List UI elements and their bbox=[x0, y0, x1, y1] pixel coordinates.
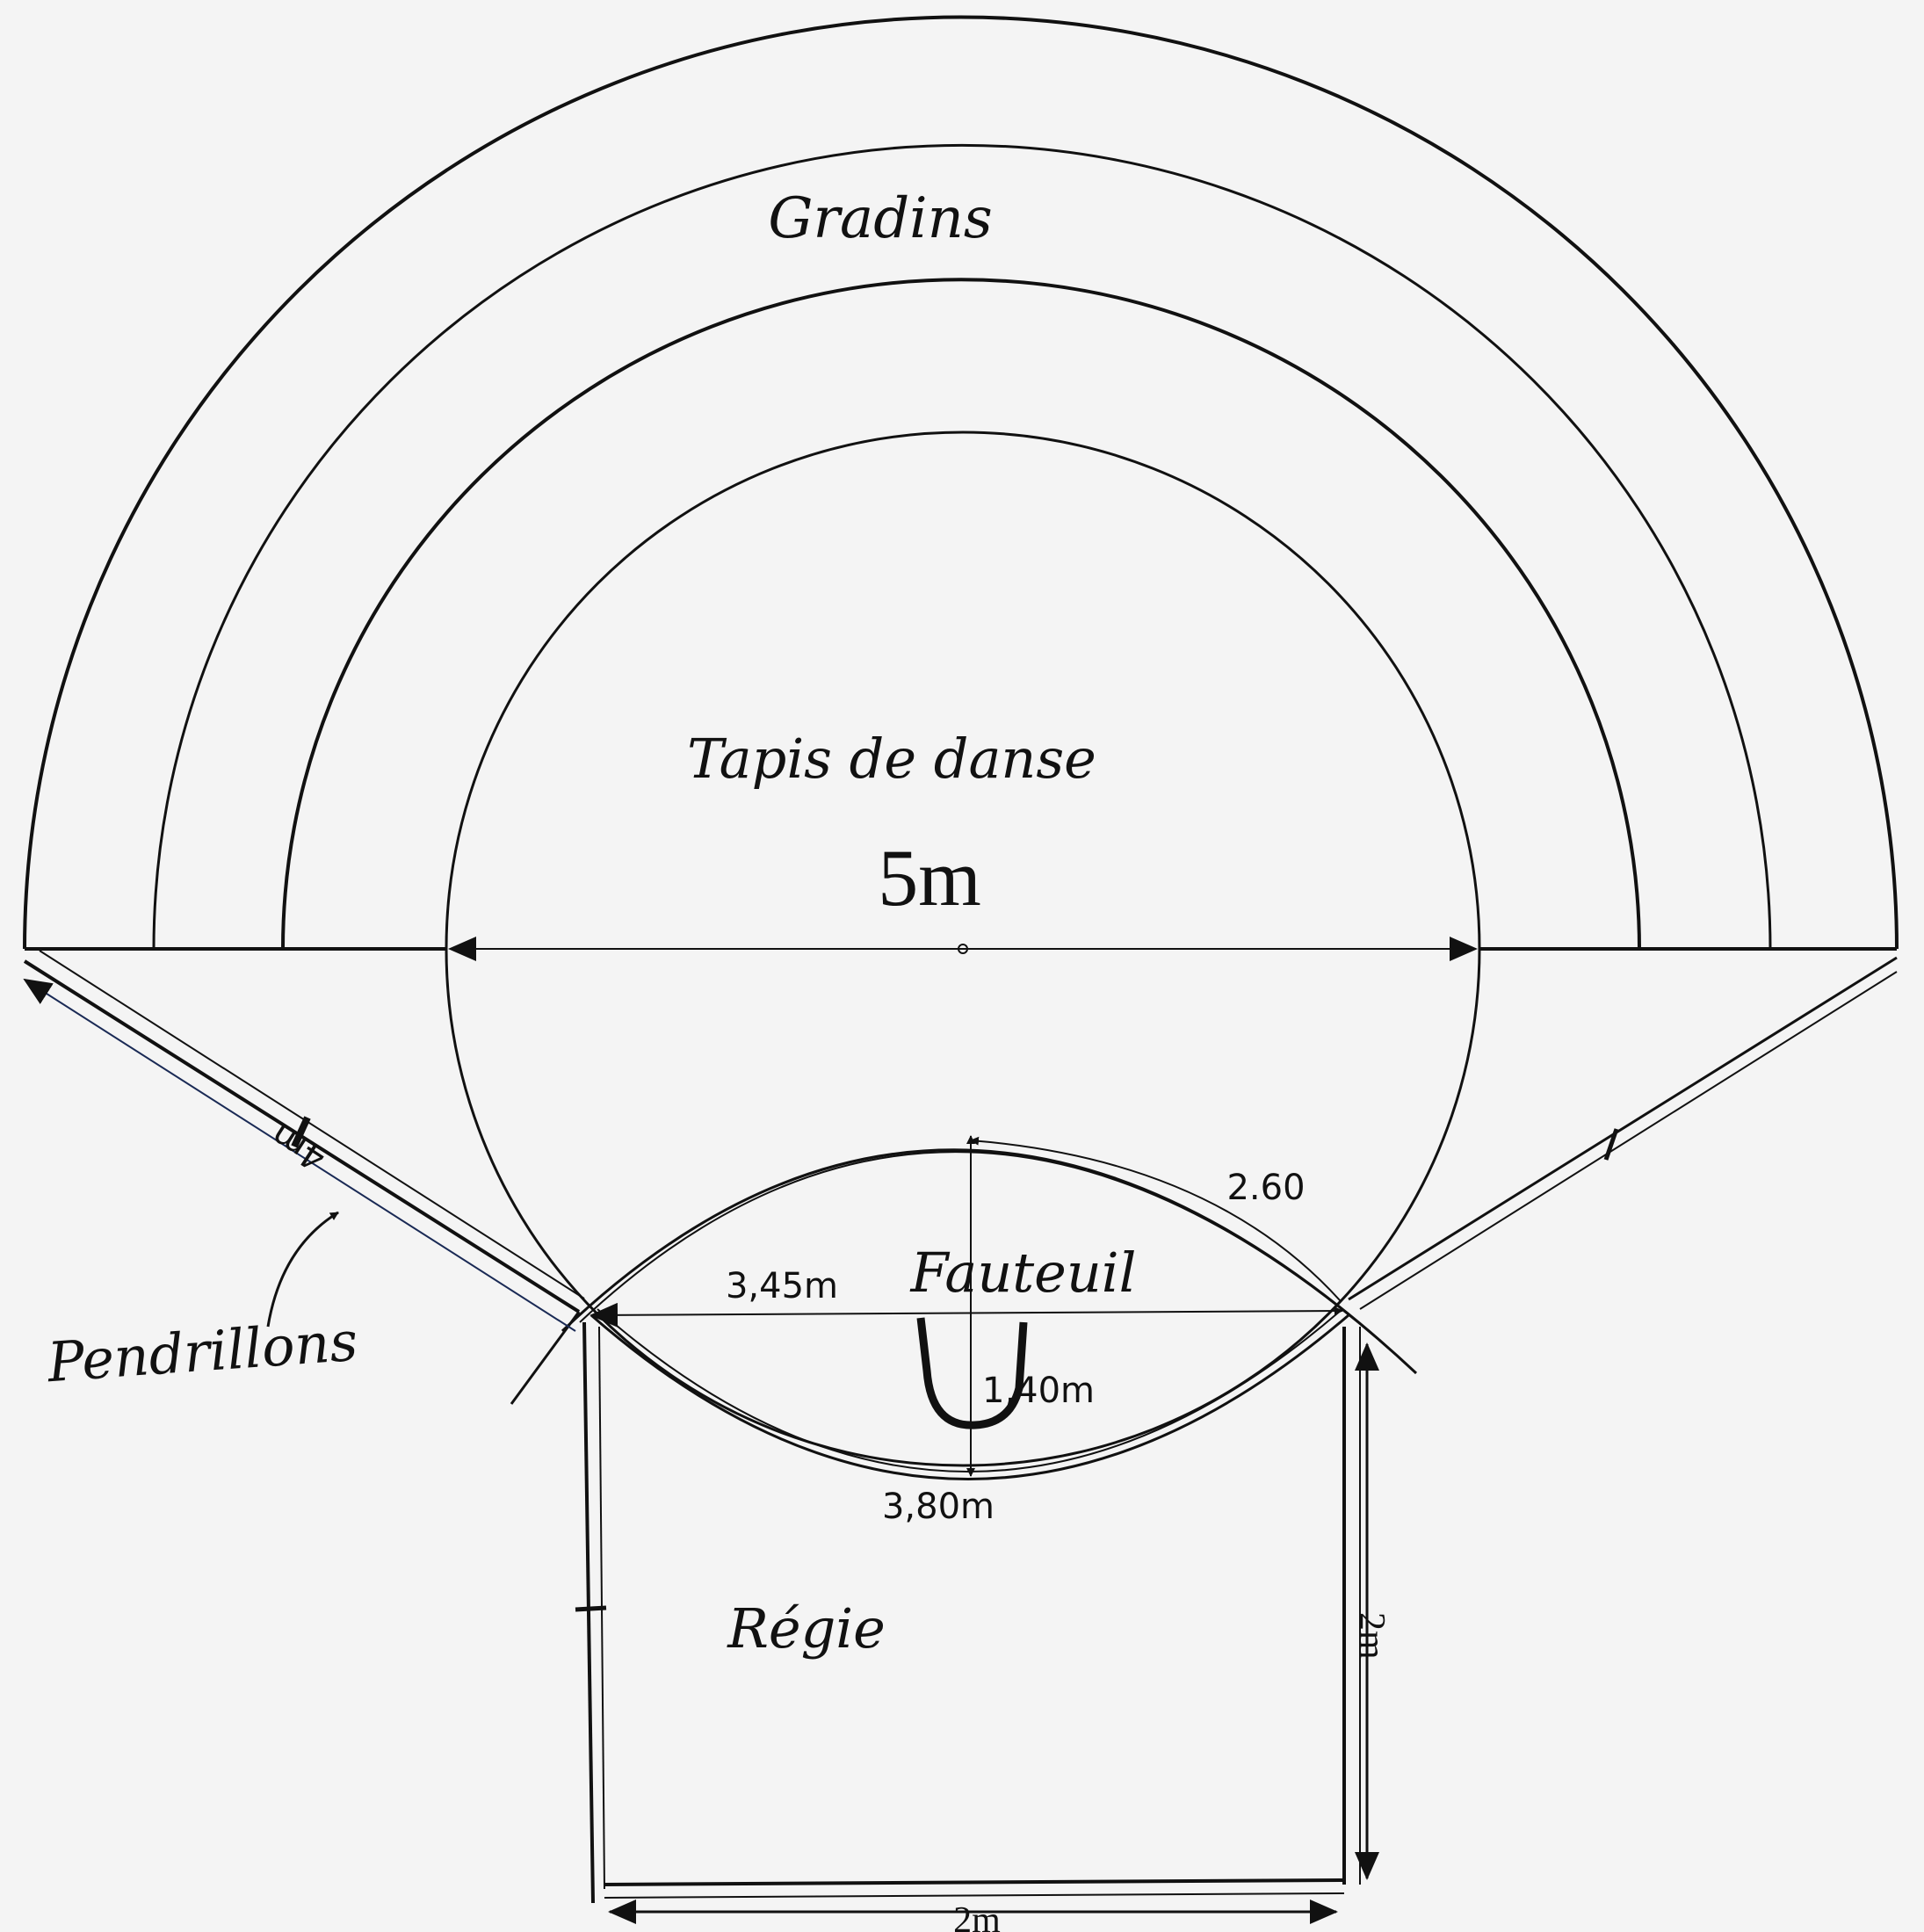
pendrillon-left-2 bbox=[39, 950, 585, 1299]
regie-bottom-wall bbox=[604, 1878, 1345, 1886]
label-tapis: Tapis de danse bbox=[687, 727, 1096, 791]
pendrillon-left-tail bbox=[510, 1311, 581, 1405]
label-regie-width: 2m bbox=[953, 1900, 1001, 1932]
fauteuil-lower-arc bbox=[590, 1313, 1349, 1480]
seating-arc-middle bbox=[152, 143, 1772, 950]
label-depth: 1,40m bbox=[982, 1371, 1095, 1411]
regie-bottom-wall-2 bbox=[604, 1892, 1345, 1899]
tick-regie-left bbox=[575, 1605, 607, 1612]
pendrillon-right-2 bbox=[1359, 971, 1898, 1310]
label-lower-arc: 3,80m bbox=[882, 1487, 995, 1527]
label-diameter: 5m bbox=[878, 833, 981, 923]
dance-floor-circle bbox=[445, 431, 1481, 1467]
fauteuil-upper-arc-inner bbox=[579, 1151, 1407, 1364]
armchair-icon bbox=[916, 1317, 1028, 1429]
arc-length-arrow bbox=[970, 1136, 1341, 1301]
label-gradins: Gradins bbox=[768, 186, 992, 251]
pendrillons-pointer-arrow bbox=[266, 1211, 339, 1328]
regie-left-wall bbox=[582, 1321, 595, 1904]
chord-arrow bbox=[589, 1302, 1343, 1328]
label-pendrillons: Pendrillons bbox=[45, 1309, 360, 1395]
label-arc-length: 2.60 bbox=[1226, 1168, 1305, 1208]
label-regie: Régie bbox=[727, 1596, 886, 1661]
pendrillon-left-length-arrow bbox=[23, 978, 576, 1332]
tick-right bbox=[1603, 1128, 1619, 1161]
label-regie-depth: 2m bbox=[1351, 1612, 1392, 1660]
label-fauteuil: Fauteuil bbox=[910, 1241, 1137, 1305]
tick-left bbox=[291, 1116, 311, 1148]
seating-arc-inner bbox=[281, 278, 1641, 950]
seating-arc-outer bbox=[23, 15, 1899, 950]
pendrillon-right bbox=[1348, 956, 1898, 1301]
label-chord: 3,45m bbox=[726, 1266, 838, 1306]
